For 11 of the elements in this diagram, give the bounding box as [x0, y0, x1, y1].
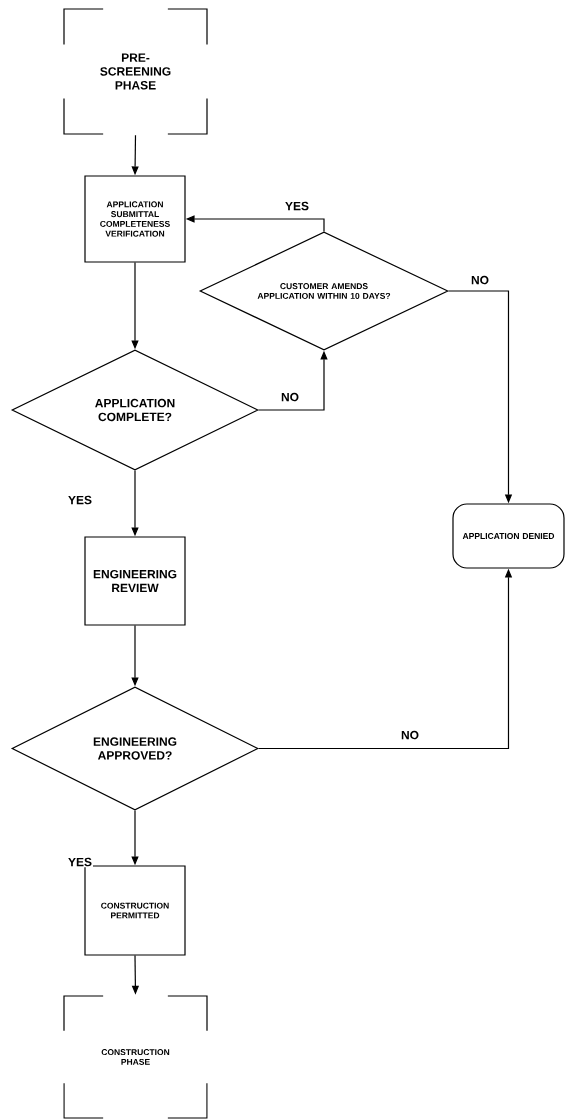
edge-label: NO: [280, 391, 300, 403]
edge-label: YES: [67, 494, 93, 506]
phase-box: CONSTRUCTION PHASE: [63, 995, 208, 1119]
process-box: ENGINEERING REVIEW: [84, 536, 186, 626]
edge-label: NO: [400, 729, 420, 741]
terminal-box: APPLICATION DENIED: [452, 503, 565, 569]
edge-label: NO: [470, 274, 490, 286]
process-box: APPLICATION SUBMITTAL COMPLETENESS VERIFICATION: [84, 175, 186, 263]
edge-label: YES: [67, 856, 93, 868]
edge-label: YES: [284, 200, 310, 212]
phase-box: PRE- SCREENING PHASE: [63, 8, 208, 135]
